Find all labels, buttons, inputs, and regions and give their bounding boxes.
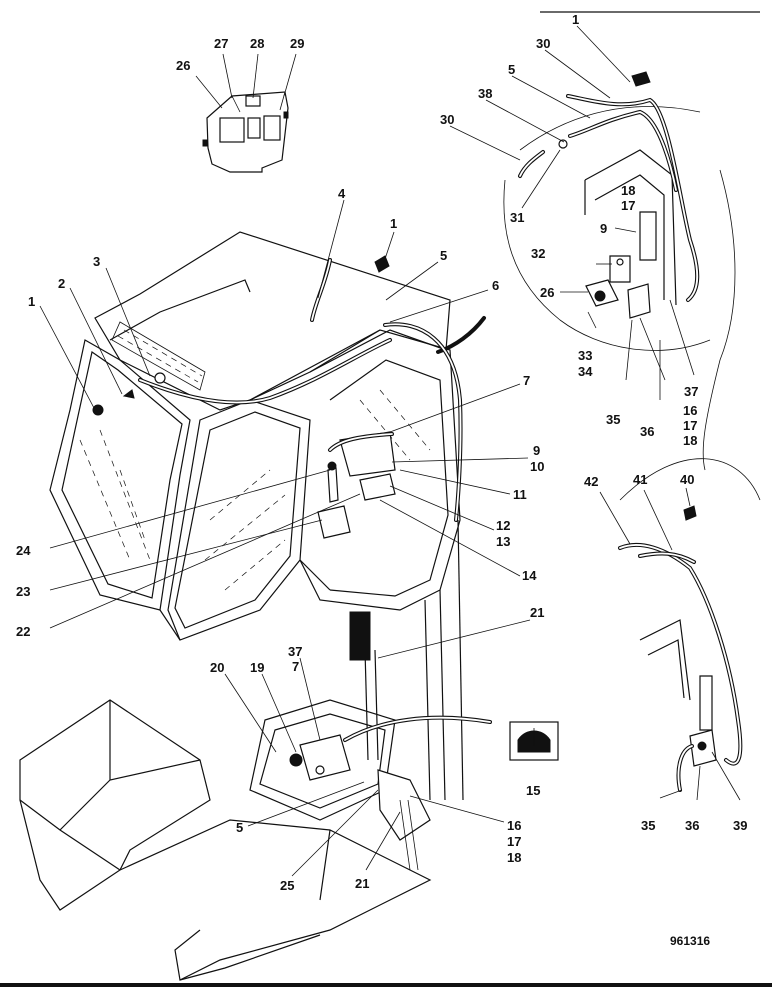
callout-36: 36 <box>640 424 654 439</box>
callout-19: 19 <box>250 660 264 675</box>
detail-bottom-right: 42 41 40 35 36 39 <box>584 458 761 833</box>
callout-18: 18 <box>507 850 521 865</box>
callout-18: 18 <box>683 433 697 448</box>
callout-40: 40 <box>680 472 694 487</box>
callout-17: 17 <box>507 834 521 849</box>
callout-29: 29 <box>290 36 304 51</box>
callout-16: 16 <box>683 403 697 418</box>
callout-10: 10 <box>530 459 544 474</box>
callout-20: 20 <box>210 660 224 675</box>
callout-28: 28 <box>250 36 264 51</box>
callout-37: 37 <box>684 384 698 399</box>
callout-39: 39 <box>733 818 747 833</box>
callout-5: 5 <box>508 62 515 77</box>
callout-2: 2 <box>58 276 65 291</box>
callout-15: 15 <box>526 783 540 798</box>
callout-26: 26 <box>176 58 190 73</box>
callout-1: 1 <box>572 12 579 27</box>
detail-top-right: 1 30 5 38 30 31 18 17 9 32 26 33 34 35 3… <box>436 12 736 471</box>
callout-33: 33 <box>578 348 592 363</box>
callout-26: 26 <box>540 285 554 300</box>
callout-17: 17 <box>683 418 697 433</box>
callout-16: 16 <box>507 818 521 833</box>
callout-34: 34 <box>578 364 593 379</box>
callout-27: 27 <box>214 36 228 51</box>
leaders-cab <box>39 199 529 629</box>
callout-4: 4 <box>338 186 346 201</box>
callout-25: 25 <box>280 878 294 893</box>
callout-6: 6 <box>492 278 499 293</box>
callout-24: 24 <box>16 543 31 558</box>
callout-22: 22 <box>16 624 30 639</box>
callout-35: 35 <box>606 412 620 427</box>
callout-21: 21 <box>355 876 369 891</box>
callout-31: 31 <box>510 210 524 225</box>
callout-17: 17 <box>621 198 635 213</box>
callout-9: 9 <box>600 221 607 236</box>
callout-1: 1 <box>28 294 35 309</box>
callout-1: 1 <box>390 216 397 231</box>
callout-7: 7 <box>292 659 299 674</box>
dash-area <box>19 611 559 981</box>
callout-13: 13 <box>496 534 510 549</box>
callout-5: 5 <box>236 820 243 835</box>
callout-35: 35 <box>641 818 655 833</box>
callout-32: 32 <box>531 246 545 261</box>
callout-14: 14 <box>522 568 537 583</box>
callout-30: 30 <box>440 112 454 127</box>
cab-body <box>49 231 464 801</box>
callout-37: 37 <box>288 644 302 659</box>
callout-36: 36 <box>685 818 699 833</box>
callout-3: 3 <box>93 254 100 269</box>
callout-9: 9 <box>533 443 540 458</box>
callout-30: 30 <box>536 36 550 51</box>
callout-5: 5 <box>440 248 447 263</box>
callout-12: 12 <box>496 518 510 533</box>
reservoir-detail: 26 27 28 29 <box>176 36 304 173</box>
callout-38: 38 <box>478 86 492 101</box>
callout-41: 41 <box>633 472 647 487</box>
callout-21: 21 <box>530 605 544 620</box>
callout-11: 11 <box>513 487 527 502</box>
callout-7: 7 <box>523 373 530 388</box>
callout-18: 18 <box>621 183 635 198</box>
callout-42: 42 <box>584 474 598 489</box>
callout-23: 23 <box>16 584 30 599</box>
drawing-reference-number: 961316 <box>670 934 710 948</box>
